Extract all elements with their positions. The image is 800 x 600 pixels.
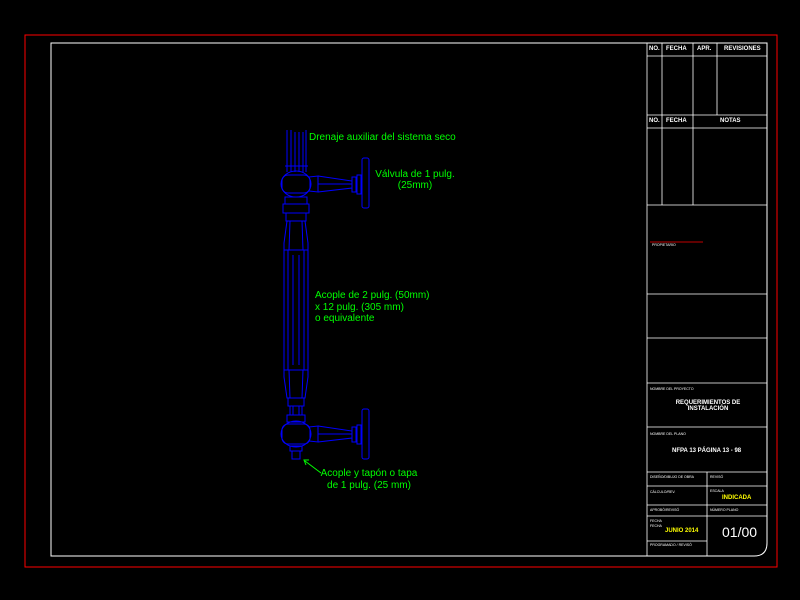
date-value: JUNIO 2014 — [665, 528, 699, 534]
sheet-number: 01/00 — [722, 524, 758, 540]
reviewed-label: REVISÓ — [710, 475, 724, 479]
notes-no-header: NO. — [649, 118, 660, 124]
plan-label: NOMBRE DEL PLANO — [650, 432, 686, 436]
rev-revisiones-header: REVISIONES — [724, 46, 761, 52]
outer-frame — [24, 34, 778, 568]
project-title-line1: REQUERIMIENTOS DE — [675, 400, 741, 406]
approved-label: APROBÓ/REVISÓ — [650, 508, 680, 512]
scale-label: ESCALA — [710, 489, 724, 493]
coupling-label-line2: x 12 pulg. (305 mm) — [315, 302, 404, 313]
rev-fecha-header: FECHA — [666, 46, 687, 52]
valve-label-line1: Válvula de 1 pulg. — [375, 169, 455, 180]
notes-fecha-header: FECHA — [666, 118, 687, 124]
date-label-2: FECHA — [650, 524, 662, 528]
date-label-1: FECHA — [650, 519, 662, 523]
title-block-grid — [646, 43, 767, 556]
project-label: NOMBRE DEL PROYECTO — [650, 387, 694, 391]
coupling-label-line1: Acople de 2 pulg. (50mm) — [315, 290, 430, 301]
cap-label-line1: Acople y tapón o tapa — [320, 468, 418, 479]
rev-apr-header: APR. — [697, 46, 712, 52]
coupling-label-line3: o equivalente — [315, 313, 375, 324]
footer-label: PROGRAMADO / REVISÓ — [650, 543, 692, 547]
project-title-line2: INSTALACIÓN — [687, 406, 729, 412]
scale-value: INDICADA — [722, 495, 752, 501]
checked-label: CÁLCULO/REV. — [650, 490, 676, 494]
drain-label: Drenaje auxiliar del sistema seco — [309, 132, 456, 143]
inner-border — [50, 42, 768, 557]
cap-leader-arrow — [303, 459, 322, 474]
owner-label: PROPIETARIO — [652, 243, 676, 247]
rev-no-header: NO. — [649, 46, 660, 52]
cap-label-line2: de 1 pulg. (25 mm) — [327, 480, 411, 491]
notes-notas-header: NOTAS — [720, 118, 741, 124]
sheet-label: NÚMERO PLANO — [710, 508, 739, 512]
plan-title: NFPA 13 PÁGINA 13 - 98 — [672, 448, 742, 454]
pipe-assembly — [280, 130, 370, 460]
designed-label: DISEÑO/DIBUJO DE OBRA — [650, 475, 694, 479]
valve-label-line2: (25mm) — [397, 180, 433, 191]
